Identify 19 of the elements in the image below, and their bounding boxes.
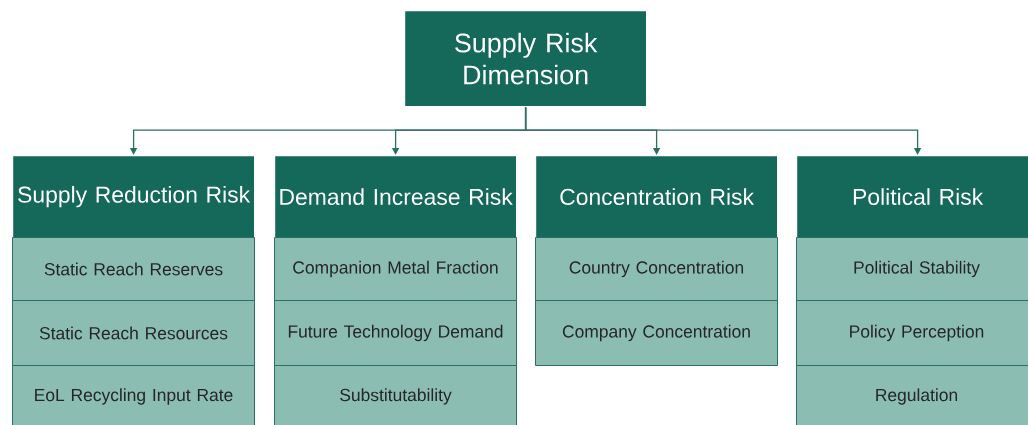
indicator-box: Future Technology Demand [274, 300, 517, 366]
indicator-box: Static Reach Reserves [12, 237, 255, 301]
indicator-box: Static Reach Resources [12, 300, 255, 366]
category-box: Demand Increase Risk [274, 155, 518, 239]
node-label: Policy Perception [850, 324, 984, 342]
indicator-box: Political Stability [796, 237, 1028, 301]
indicator-box: Company Concentration [535, 300, 778, 366]
category-box: Political Risk [796, 155, 1028, 239]
indicator-box: Regulation [796, 365, 1028, 425]
indicator-box: Substitutability [274, 365, 517, 425]
indicator-box: EoL Recycling Input Rate [12, 365, 255, 425]
connector-arrow [524, 106, 922, 155]
node-label: Political Stability [854, 260, 980, 278]
category-box: Supply Reduction Risk [12, 155, 256, 239]
indicator-box: Companion Metal Fraction [274, 237, 517, 301]
indicator-box: Policy Perception [796, 300, 1028, 366]
title-box: Supply Risk Dimension [404, 10, 648, 108]
indicator-box: Country Concentration [535, 237, 778, 301]
category-box: Concentration Risk [535, 155, 779, 239]
